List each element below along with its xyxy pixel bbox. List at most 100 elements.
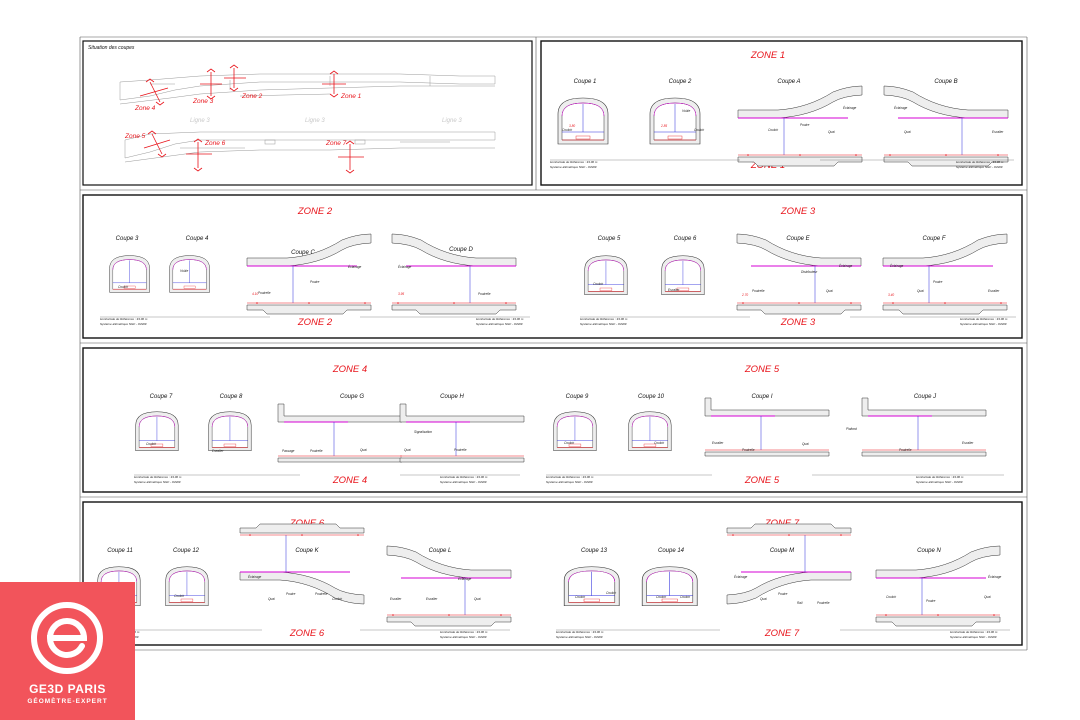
coupe-label: Coupe 5	[598, 236, 621, 242]
label-poutre: Poutre	[286, 592, 296, 596]
coupe-label: Coupe 7	[150, 394, 173, 400]
coupe-label: Coupe A	[777, 79, 800, 85]
label-couloir: Couloir	[118, 285, 129, 289]
brand-subtitle: GÉOMÈTRE-EXPERT	[27, 698, 108, 705]
note-systeme: Système altimétrique NGF - IGN69	[580, 322, 627, 326]
tunnel-section	[208, 411, 252, 452]
coupe-label: Coupe 11	[107, 548, 133, 554]
note-horizontale: Horizontale de Référence : 33.00 m	[476, 317, 524, 321]
coupe-label: Coupe H	[440, 394, 464, 400]
label-quai: Quai	[826, 289, 833, 293]
coupe-label: Coupe L	[429, 548, 452, 554]
label-eclairage: Éclairage	[248, 574, 262, 579]
label-eclairage: Éclairage	[843, 105, 857, 110]
label-couloir: Couloir	[332, 597, 343, 601]
plan-lower	[124, 131, 496, 163]
zone-title: ZONE 7	[764, 518, 800, 529]
label-couloir: Couloir	[654, 441, 665, 445]
ligne-label: Ligne 3	[442, 118, 462, 124]
label-poutrelle: Poutrelle	[817, 601, 830, 605]
label-couloir: Couloir	[606, 591, 617, 595]
label-quai: Quai	[268, 597, 275, 601]
longitudinal-section	[704, 397, 830, 457]
note-horizontale: Horizontale de Référence : 33.00 m	[956, 160, 1004, 164]
map-zone-label: Zone 2	[241, 93, 263, 100]
coupe-label: Coupe I	[751, 394, 772, 400]
coupe-label: Coupe 4	[186, 236, 209, 242]
coupe-label: Coupe C	[291, 250, 315, 256]
coupe-label: Coupe E	[786, 236, 810, 242]
company-logo: GE3D PARIS GÉOMÈTRE-EXPERT	[0, 582, 135, 720]
zone-2-drawings: Coupe 3 Coupe 4 Coupe C Coupe D Couloir …	[100, 233, 530, 326]
label-poutre: Poutre	[933, 280, 943, 284]
map-zone-label: Zone 1	[340, 93, 362, 100]
label-rail: Rail	[797, 601, 803, 605]
height-value: 2.70	[741, 293, 748, 297]
note-systeme: Système altimétrique NGF - IGN69	[440, 480, 487, 484]
label-poutrelle: Poutrelle	[742, 448, 755, 452]
height-value: 4.10	[252, 292, 258, 296]
ligne-label: Ligne 3	[190, 118, 210, 124]
zone-title-footer: ZONE 5	[744, 475, 780, 486]
label-escalier: Escalier	[962, 441, 974, 445]
label-escalier: Escalier	[390, 597, 402, 601]
zone-title-footer: ZONE 7	[764, 628, 800, 639]
label-signalisation: Signalisation	[414, 430, 432, 434]
tunnel-section	[628, 411, 672, 452]
ligne-label: Ligne 3	[305, 118, 325, 124]
map-zone-label: Zone 4	[134, 105, 156, 112]
note-systeme: Système altimétrique NGF - IGN69	[950, 635, 997, 639]
note-horizontale: Horizontale de Référence : 33.00 m	[440, 630, 488, 634]
longitudinal-section	[882, 233, 1008, 315]
note-systeme: Système altimétrique NGF - IGN69	[550, 165, 597, 169]
label-poutrelle: Poutrelle	[899, 448, 912, 452]
longitudinal-section	[246, 233, 372, 315]
coupe-label: Coupe N	[917, 548, 941, 554]
label-poutrelle: Poutrelle	[454, 448, 467, 452]
note-systeme: Système altimétrique NGF - IGN69	[956, 165, 1003, 169]
note-systeme: Système altimétrique NGF - IGN69	[476, 322, 523, 326]
label-quai: Quai	[917, 289, 924, 293]
label-poutrelle: Poutrelle	[258, 291, 271, 295]
height-value: 3.40	[888, 293, 894, 297]
coupe-label: Coupe F	[922, 236, 945, 242]
zone-title-footer: ZONE 4	[332, 475, 367, 486]
coupe-label: Coupe 10	[638, 394, 665, 400]
longitudinal-section	[391, 233, 517, 315]
note-horizontale: Horizontale de Référence : 33.00 m	[546, 475, 594, 479]
label-couloir: Couloir	[694, 128, 705, 132]
longitudinal-section	[883, 85, 1009, 167]
note-horizontale: Horizontale de Référence : 33.00 m	[440, 475, 488, 479]
longitudinal-section	[386, 545, 512, 627]
coupe-label: Coupe J	[914, 394, 937, 400]
longitudinal-section	[726, 523, 852, 605]
label-quai: Quai	[760, 597, 767, 601]
height-annotations: 3.80 2.85 4.10 3.95 2.70 3.40	[252, 124, 894, 297]
label-couloir: Couloir	[886, 595, 897, 599]
label-couloir: Couloir	[174, 594, 185, 598]
label-poutrelle: Poutrelle	[752, 289, 765, 293]
coupe-label: Coupe G	[340, 394, 364, 400]
label-couloir: Couloir	[575, 595, 586, 599]
label-quai: Quai	[904, 130, 911, 134]
zone-title: ZONE 6	[289, 518, 325, 529]
note-horizontale: Horizontale de Référence : 33.00 m	[134, 475, 182, 479]
note-systeme: Système altimétrique NGF - IGN69	[556, 635, 603, 639]
situation-panel: Situation des coupes Ligne 3 Ligne 3 Lig…	[82, 40, 533, 186]
height-value: 2.85	[660, 124, 667, 128]
coupe-label: Coupe 13	[581, 548, 608, 554]
label-couloir: Couloir	[593, 282, 604, 286]
note-horizontale: Horizontale de Référence : 33.00 m	[916, 475, 964, 479]
label-plafond: Plafond	[846, 427, 857, 431]
note-horizontale: Horizontale de Référence : 33.00 m	[100, 317, 148, 321]
label-passage: Passage	[282, 449, 295, 453]
label-couloir: Couloir	[564, 441, 575, 445]
label-couloir: Couloir	[656, 595, 667, 599]
label-voute: Voûte	[682, 109, 690, 113]
coupe-label: Coupe 8	[220, 394, 243, 400]
map-zone-label: Zone 3	[192, 98, 214, 105]
zone-frames	[82, 40, 1023, 646]
height-value: 3.80	[569, 124, 575, 128]
coupe-label: Coupe B	[934, 79, 957, 85]
label-escalier: Escalier	[992, 130, 1004, 134]
